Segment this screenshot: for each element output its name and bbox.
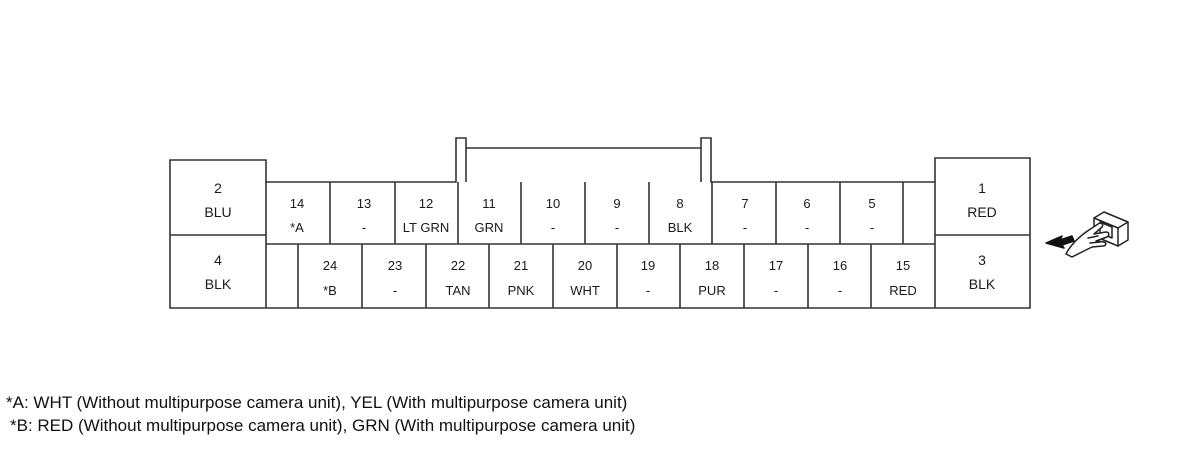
pin-number: 16 <box>833 258 847 273</box>
pin-wire-color: - <box>615 220 619 235</box>
footnote-b: *B: RED (Without multipurpose camera uni… <box>10 416 636 435</box>
side-pin-2: 2 BLU <box>204 180 231 220</box>
pin-number: 24 <box>323 258 337 273</box>
pin-number: 17 <box>769 258 783 273</box>
pin-number: 19 <box>641 258 655 273</box>
pin-wire-color: BLU <box>204 204 231 220</box>
pin-wire-color: GRN <box>475 220 504 235</box>
pin-number: 18 <box>705 258 719 273</box>
connector-body <box>169 137 1031 309</box>
pin-number: 23 <box>388 258 402 273</box>
footnote-a: *A: WHT (Without multipurpose camera uni… <box>6 393 628 412</box>
pin-wire-color: - <box>393 283 397 298</box>
pin-wire-color: - <box>870 220 874 235</box>
pin-number: 6 <box>803 196 810 211</box>
pin-number: 5 <box>868 196 875 211</box>
pin-number: 12 <box>419 196 433 211</box>
pin-wire-color: RED <box>967 204 997 220</box>
pin-wire-color: BLK <box>969 276 996 292</box>
pin-wire-color: LT GRN <box>403 220 449 235</box>
pin-number: 9 <box>613 196 620 211</box>
pin-number: 7 <box>741 196 748 211</box>
pin-number: 8 <box>676 196 683 211</box>
pin-wire-color: - <box>743 220 747 235</box>
pin-number: 20 <box>578 258 592 273</box>
pin-wire-color: - <box>551 220 555 235</box>
pin-number: 22 <box>451 258 465 273</box>
pin-number: 15 <box>896 258 910 273</box>
pin-wire-color: *B <box>323 283 337 298</box>
pin-wire-color: - <box>646 283 650 298</box>
pin-wire-color: PNK <box>508 283 535 298</box>
pin-number: 4 <box>214 252 222 268</box>
pin-number: 10 <box>546 196 560 211</box>
pin-wire-color: - <box>362 220 366 235</box>
bottom-row-pins: 24 *B 23 - 22 TAN 21 PNK 20 WHT 19 - 18 … <box>323 258 917 298</box>
side-pin-3: 3 BLK <box>969 252 996 292</box>
pin-wire-color: BLK <box>668 220 693 235</box>
pin-wire-color: - <box>838 283 842 298</box>
side-pin-4: 4 BLK <box>205 252 232 292</box>
pin-wire-color: *A <box>290 220 304 235</box>
pin-wire-color: WHT <box>570 283 600 298</box>
side-pin-1: 1 RED <box>967 180 997 220</box>
pin-wire-color: - <box>774 283 778 298</box>
pin-wire-color: TAN <box>445 283 470 298</box>
pin-number: 1 <box>978 180 986 196</box>
top-row-pins: 14 *A 13 - 12 LT GRN 11 GRN 10 - 9 - 8 B… <box>290 196 876 235</box>
pin-number: 14 <box>290 196 304 211</box>
pin-number: 21 <box>514 258 528 273</box>
pin-number: 3 <box>978 252 986 268</box>
pin-number: 2 <box>214 180 222 196</box>
pin-wire-color: RED <box>889 283 916 298</box>
pin-wire-color: BLK <box>205 276 232 292</box>
pin-wire-color: PUR <box>698 283 725 298</box>
hand-pointing-connector-icon <box>1045 211 1129 258</box>
pin-wire-color: - <box>805 220 809 235</box>
pin-number: 13 <box>357 196 371 211</box>
pin-number: 11 <box>482 196 496 211</box>
